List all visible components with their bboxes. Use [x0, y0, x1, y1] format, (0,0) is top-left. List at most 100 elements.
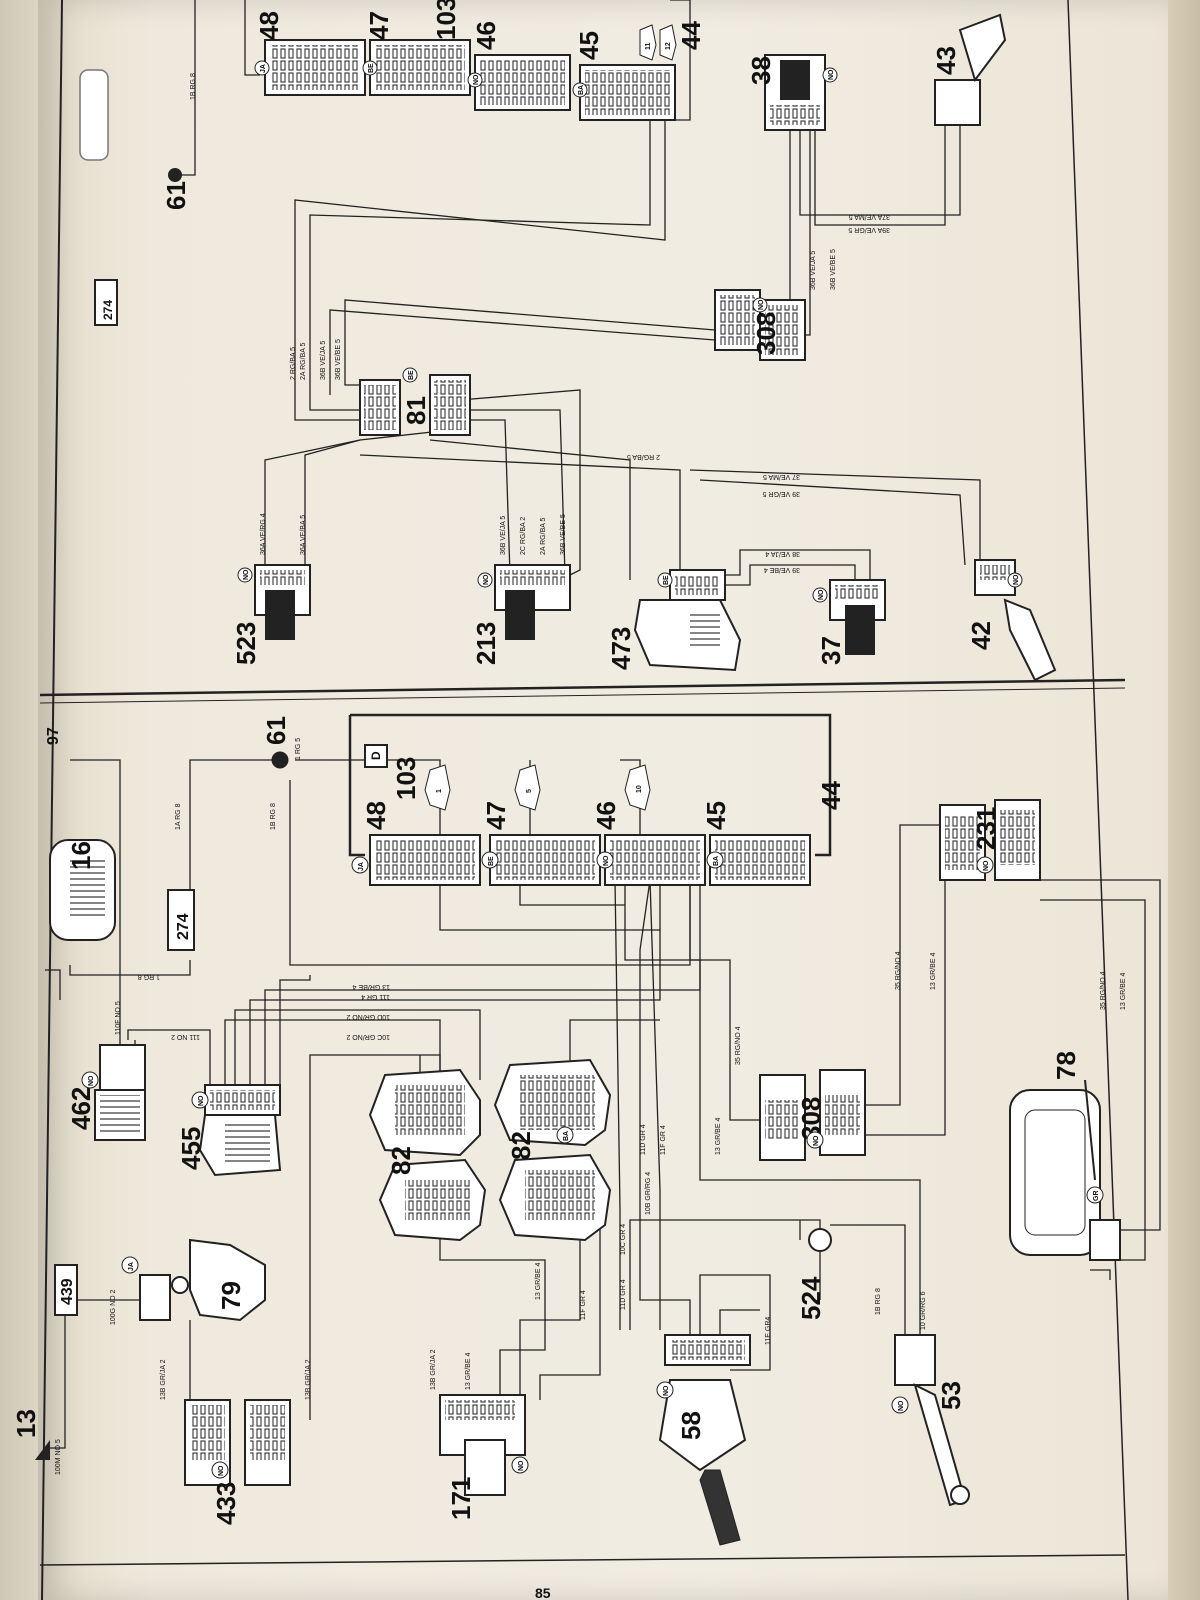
component-48-bottom-label: 48 [361, 801, 391, 830]
wire-label: 39A VE/GR 5 [848, 226, 890, 233]
component-213-label: 213 [471, 622, 501, 665]
component-38-label: 38 [746, 56, 776, 85]
flag-1 [424, 764, 451, 811]
badge-38-text: NO [828, 69, 835, 80]
wire-label: 11F GR 4 [580, 1290, 587, 1320]
wire-label: 111 NO 2 [171, 1033, 200, 1040]
wire-label: 36A VE/RG 4 [260, 513, 267, 555]
badge-46-top-text: NO [473, 74, 480, 85]
component-47-top-label: 47 [364, 11, 394, 40]
badge-42-text: NO [1013, 574, 1020, 585]
badge-58-text: NO [663, 1385, 670, 1396]
connector-433 [184, 1399, 291, 1486]
badge-48-top-text: JA [260, 64, 267, 73]
wire-label: 35 RG/NO 4 [735, 1026, 742, 1065]
component-42-label: 42 [966, 621, 996, 650]
badge-433-text: NO [218, 1465, 225, 1476]
wire-label: 2 RG/BA 5 [627, 453, 660, 460]
badge-231 [976, 856, 994, 874]
badge-171 [511, 1456, 529, 1474]
flag-12 [659, 24, 677, 61]
component-48-top-label: 48 [254, 11, 284, 40]
relay-455 [198, 1084, 282, 1177]
wire-label: 37 VE/MA 5 [763, 473, 800, 480]
connector-82b [493, 1058, 612, 1242]
switch-523 [254, 564, 311, 640]
wire-label: 110F NO 5 [115, 1001, 122, 1035]
flag-10-text: 10 [636, 785, 643, 793]
badge-47-top-text: BE [368, 63, 375, 73]
wire-label: 35 RG/NO 4 [895, 951, 902, 990]
component-473-label: 473 [606, 627, 636, 670]
component-439-label: 439 [59, 1278, 76, 1305]
badge-53 [891, 1396, 909, 1414]
page-number: 85 [535, 1585, 551, 1600]
wire-label: 13 GR/BE 4 [465, 1353, 472, 1390]
badge-308-bottom-text: NO [813, 1135, 820, 1146]
component-53-label: 53 [936, 1381, 966, 1410]
component-46-bottom-label: 46 [591, 801, 621, 830]
connector-171 [439, 1394, 526, 1496]
badge-48-bottom-text: JA [358, 862, 365, 871]
flag-5 [514, 764, 541, 811]
component-47-bottom-label: 47 [481, 801, 511, 830]
badge-48-bottom [351, 856, 369, 874]
diode-103 [364, 744, 388, 768]
component-231-label: 231 [971, 807, 1001, 850]
component-79-label: 79 [216, 1281, 246, 1310]
switch-37 [829, 579, 886, 655]
wire-label: 13 GR/BE 4 [535, 1263, 542, 1300]
wire-label: 13 GR/BE 4 [930, 953, 937, 990]
badge-308-top [752, 297, 768, 313]
badge-45-top [572, 82, 588, 98]
badge-37 [812, 587, 828, 603]
flag-5-text: 5 [526, 789, 533, 793]
component-455-label: 455 [176, 1127, 206, 1170]
wire-label: 10C GR/NO 2 [346, 1033, 390, 1040]
switch-43 [934, 13, 1007, 126]
wire-label: 1 RG 8 [138, 973, 160, 980]
switch-38 [764, 54, 826, 131]
wire-label: 10 GR/RG 6 [920, 1291, 927, 1330]
connector-53 [894, 1334, 970, 1507]
wire-label: 36B VE/BE 5 [830, 249, 837, 290]
badge-473 [657, 572, 673, 588]
badge-81-text: BE [408, 370, 415, 380]
wire-label: 11E GR4 [765, 1317, 772, 1345]
component-37-label: 37 [816, 636, 846, 665]
component-46-top-label: 46 [471, 21, 501, 50]
wire-label: 37A VE/MA 5 [849, 213, 890, 220]
ground-61-top [168, 168, 182, 182]
badge-473-text: BE [663, 575, 670, 585]
switch-42 [974, 559, 1057, 682]
badge-308-bottom [806, 1131, 824, 1149]
badge-38 [822, 67, 838, 83]
badge-455 [191, 1091, 209, 1109]
badge-45-bottom-text: BA [713, 856, 720, 866]
component-61-top-label: 61 [161, 181, 191, 210]
switch-58 [658, 1334, 751, 1546]
component-43-label: 43 [931, 46, 961, 75]
wire-label: 36B VE/BE 5 [560, 514, 567, 555]
badge-47-top [362, 60, 378, 76]
fuse-274-bottom [167, 889, 195, 951]
component-61-bottom-label: 61 [261, 716, 291, 745]
badge-78 [1086, 1186, 1104, 1204]
component-462-label: 462 [66, 1087, 96, 1130]
badge-45-top-text: BA [578, 85, 585, 95]
flag-12-text: 12 [665, 42, 672, 50]
top-wires [180, 0, 981, 586]
faded-component [79, 69, 109, 161]
badge-79 [121, 1256, 139, 1274]
wire-label: 10D GR/NO 2 [346, 1013, 390, 1020]
badge-231-text: NO [983, 860, 990, 871]
badge-171-text: NO [518, 1460, 525, 1471]
wire-label: 100M NO 5 [55, 1439, 62, 1475]
wire-label: 1B RG 8 [875, 1288, 882, 1315]
wire-label: 10C GR 4 [620, 1224, 627, 1255]
component-97-label: 97 [45, 727, 62, 745]
badge-455-text: NO [198, 1095, 205, 1106]
bottom-wires [45, 713, 1161, 1449]
wire-label: 1 RG 5 [295, 738, 302, 760]
